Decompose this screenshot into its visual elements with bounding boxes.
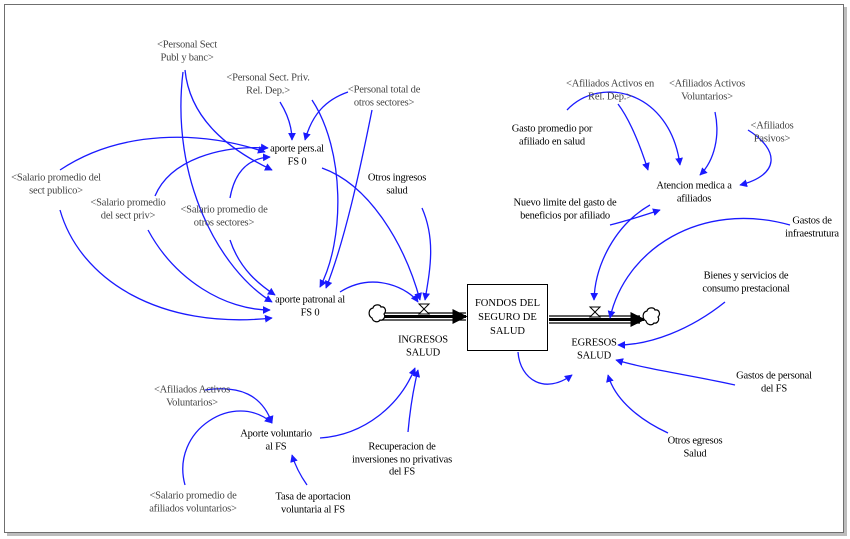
gastos-infraestrutura-var[interactable]: Gastos de infraestrutura bbox=[785, 215, 839, 240]
link-personal-priv-to-aporte-pers bbox=[279, 101, 296, 141]
aporte-pers-var[interactable]: aporte pers.al FS 0 bbox=[270, 143, 324, 168]
link-aporte-voluntario-to-ingresos bbox=[319, 367, 416, 439]
gastos-personal-var[interactable]: Gastos de personal del FS bbox=[736, 370, 812, 395]
salario-sect-publico-var[interactable]: <Salario promedio del sect publico> bbox=[11, 172, 101, 197]
aporte-voluntario-var[interactable]: Aporte voluntario al FS bbox=[240, 428, 312, 453]
atencion-medica-var[interactable]: Atencion medica a afiliados bbox=[656, 180, 732, 205]
link-afiliados-vol-to-aporte-vol bbox=[204, 388, 274, 424]
personal-sect-publ-var[interactable]: <Personal Sect Publ y banc> bbox=[157, 39, 217, 64]
tasa-aportacion-var[interactable]: Tasa de aportacion voluntaria al FS bbox=[275, 491, 351, 516]
link-afiliados-pasivos-to-atencion bbox=[739, 129, 772, 188]
nuevo-limite-var[interactable]: Nuevo limite del gasto de beneficios por… bbox=[513, 197, 617, 222]
link-fondos-to-egresos bbox=[517, 351, 573, 385]
outflow-valve-icon bbox=[588, 306, 602, 318]
link-nuevo-limite-to-atencion bbox=[609, 208, 661, 226]
afiliados-activos-rel-dep-var[interactable]: <Afiliados Activos en Rel. Dep.> bbox=[565, 78, 655, 103]
link-salario-otros-to-aporte-pers bbox=[229, 153, 271, 199]
link-personal-otros-to-aporte-pers bbox=[303, 91, 349, 141]
ingresos-flow-label[interactable]: INGRESOS SALUD bbox=[398, 334, 448, 359]
link-salario-priv-to-aporte-pers bbox=[154, 143, 269, 197]
sink-cloud-icon bbox=[642, 307, 661, 326]
salario-otros-sectores-var[interactable]: <Salario promedio de otros sectores> bbox=[180, 204, 268, 229]
link-personal-otros-to-aporte-patronal bbox=[324, 109, 373, 289]
salario-afiliados-voluntarios-var[interactable]: <Salario promedio de afiliados voluntari… bbox=[149, 490, 237, 515]
link-tasa-to-aporte-vol bbox=[290, 454, 308, 486]
link-aporte-patronal-to-ingresos bbox=[339, 281, 419, 303]
link-otros-ingresos-to-ingresos bbox=[421, 207, 432, 301]
link-salario-publico-to-aporte-patronal bbox=[59, 209, 273, 323]
gasto-promedio-var[interactable]: Gasto promedio por afiliado en salud bbox=[511, 123, 593, 148]
personal-sect-priv-var[interactable]: <Personal Sect. Priv. Rel. Dep.> bbox=[226, 72, 310, 97]
salario-sect-priv-var[interactable]: <Salario promedio del sect priv> bbox=[90, 197, 166, 222]
source-cloud-icon bbox=[368, 304, 387, 323]
bienes-servicios-var[interactable]: Bienes y servicios de consumo prestacion… bbox=[702, 270, 790, 295]
link-salario-vol-to-aporte-vol bbox=[182, 410, 273, 486]
link-salario-priv-to-aporte-patronal bbox=[147, 229, 271, 314]
diagram-frame bbox=[4, 4, 844, 533]
link-atencion-to-egresos bbox=[590, 204, 651, 301]
link-personal-publ-to-aporte-pers bbox=[184, 69, 273, 171]
link-gasto-promedio-to-atencion bbox=[566, 91, 683, 166]
link-personal-publ-to-aporte-patronal bbox=[180, 71, 273, 303]
afiliados-activos-voluntarios-right-var[interactable]: <Afiliados Activos Voluntarios> bbox=[668, 78, 746, 103]
personal-total-otros-var[interactable]: <Personal total de otros sectores> bbox=[347, 84, 421, 109]
link-bienes-to-egresos bbox=[617, 301, 726, 349]
link-personal-priv-to-aporte-patronal bbox=[311, 99, 339, 288]
otros-egresos-var[interactable]: Otros egresos Salud bbox=[667, 435, 723, 460]
link-salario-otros-to-aporte-patronal bbox=[229, 239, 276, 296]
link-recuperacion-to-ingresos bbox=[407, 369, 421, 433]
afiliados-activos-voluntarios-left-var[interactable]: <Afiliados Activos Voluntarios> bbox=[153, 384, 231, 409]
otros-ingresos-var[interactable]: Otros ingresos salud bbox=[367, 172, 427, 197]
link-afiliados-rel-dep-to-atencion bbox=[617, 103, 650, 171]
aporte-patronal-var[interactable]: aporte patronal al FS 0 bbox=[275, 294, 345, 319]
recuperacion-inversiones-var[interactable]: Recuperacion de inversiones no privativa… bbox=[352, 441, 452, 478]
link-afiliados-vol-to-atencion bbox=[699, 111, 718, 176]
link-infraestrutura-to-egresos bbox=[607, 217, 791, 319]
link-aporte-pers-to-ingresos bbox=[321, 167, 422, 301]
inflow-valve-icon bbox=[417, 303, 431, 315]
fondos-stock[interactable]: FONDOS DEL SEGURO DE SALUD bbox=[467, 284, 548, 351]
link-otros-egresos-to-egresos bbox=[606, 374, 669, 434]
egresos-flow-label[interactable]: EGRESOS SALUD bbox=[571, 337, 617, 362]
afiliados-pasivos-var[interactable]: <Afiliados Pasivos> bbox=[750, 120, 794, 145]
link-salario-publico-to-aporte-pers bbox=[59, 136, 266, 171]
link-personal-to-egresos bbox=[615, 358, 736, 386]
